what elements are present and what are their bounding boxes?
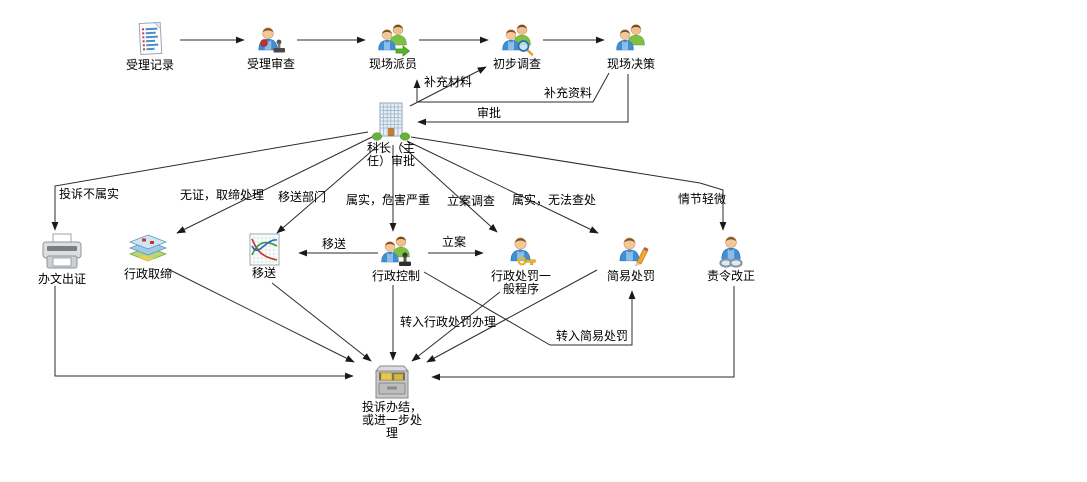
edge-label-shushi-wufa: 属实，无法查处 (512, 193, 597, 207)
edge-kezhang-to-diaocha (409, 66, 487, 107)
printer-icon (38, 233, 86, 272)
people-dispatch-icon (375, 21, 411, 57)
document-icon (133, 21, 167, 58)
chart-icon (249, 233, 280, 266)
edge-kezhang-to-jianyi (406, 140, 599, 234)
node-jianyi-chufa[interactable]: 简易处罚 (597, 233, 665, 283)
node-shouli-jilu[interactable]: 受理记录 (116, 21, 184, 72)
edge-label-tousu-bushushi: 投诉不属实 (59, 187, 120, 201)
building-icon (371, 101, 411, 141)
node-label: 现场派员 (368, 57, 417, 71)
cabinet-icon (373, 364, 411, 400)
person-stamp-icon (254, 21, 288, 57)
edge-label-lian: 立案 (442, 235, 467, 249)
node-label: 投诉办结，或进一步处理 (361, 400, 422, 440)
node-zeling-gaizheng[interactable]: 责令改正 (697, 233, 765, 283)
node-label: 行政取缔 (123, 267, 172, 281)
node-label: 受理记录 (125, 58, 174, 72)
node-label: 简易处罚 (606, 269, 655, 283)
people-icon (613, 21, 649, 57)
node-xingzheng-qudi[interactable]: 行政取缔 (114, 233, 182, 281)
node-xianchang-juece[interactable]: 现场决策 (597, 21, 665, 71)
edge-juece-to-kezhang (417, 74, 629, 126)
node-shouli-shencha[interactable]: 受理审查 (237, 21, 305, 71)
edge-kezhang-to-chufa (400, 144, 498, 233)
node-label: 受理审查 (246, 57, 295, 71)
node-label: 现场决策 (606, 57, 655, 71)
node-label: 移送 (251, 266, 276, 280)
node-yisong[interactable]: 移送 (230, 233, 298, 280)
edge-label-zhuanru-jianyi: 转入简易处罚 (556, 329, 629, 343)
edge-qudi-to-banjie (169, 269, 355, 363)
edge-label-shenpi: 审批 (477, 106, 502, 120)
edge-label-yisong-bumen: 移送部门 (278, 190, 327, 204)
node-label: 责令改正 (706, 269, 755, 283)
people-seal-icon (378, 233, 414, 269)
edge-label-lian-diaocha: 立案调查 (447, 194, 496, 208)
node-label: 科长（主任）审批 (366, 141, 415, 168)
edge-kezhang-to-yisong (276, 142, 382, 234)
node-label: 行政控制 (371, 269, 420, 283)
edge-kezhang-to-qudi (176, 136, 373, 234)
node-label: 办文出证 (37, 272, 86, 286)
person-link-icon (713, 233, 749, 269)
edge-label-wuzheng-qudi: 无证，取缔处理 (180, 188, 265, 202)
node-tousu-banjie[interactable]: 投诉办结，或进一步处理 (353, 364, 431, 440)
node-banwen-chuzheng[interactable]: 办文出证 (28, 233, 96, 286)
layers-icon (124, 233, 172, 267)
edge-kongzhi-to-jianyi (423, 271, 636, 346)
node-chubu-diaocha[interactable]: 初步调查 (483, 21, 551, 71)
edge-label-zhuanru-xingzheng: 转入行政处罚办理 (400, 315, 497, 329)
edge-kezhang-to-zeling (410, 136, 727, 231)
node-xianchang-paiyuan[interactable]: 现场派员 (359, 21, 427, 71)
node-label: 行政处罚一般程序 (490, 269, 551, 296)
edge-banwen-to-banjie (54, 286, 354, 380)
person-key-icon (503, 233, 539, 269)
edge-yisong-to-banjie (271, 282, 372, 362)
edge-label-qingjie-qingwei: 情节轻微 (678, 192, 727, 206)
edge-kezhang-to-banwen (51, 131, 369, 231)
node-xingzheng-chufa[interactable]: 行政处罚一般程序 (485, 233, 557, 296)
edge-label-buchong-ziliao: 补充资料 (544, 86, 593, 100)
edge-label-buchong-cailiao: 补充材料 (424, 75, 473, 89)
node-kezhang-shenpi[interactable]: 科长（主任）审批 (352, 101, 430, 168)
node-xingzheng-kongzhi[interactable]: 行政控制 (362, 233, 430, 283)
edge-chufa-to-banjie (411, 291, 501, 362)
edge-juece-to-diaocha (413, 72, 610, 103)
edge-zeling-to-banjie (431, 286, 735, 381)
edge-label-shushi-weihai: 属实，危害严重 (346, 193, 431, 207)
people-search-icon (499, 21, 535, 57)
edge-jianyi-to-banjie (426, 269, 598, 363)
person-pencil-icon (613, 233, 649, 269)
node-label: 初步调查 (492, 57, 541, 71)
edge-label-yisong: 移送 (322, 237, 347, 251)
